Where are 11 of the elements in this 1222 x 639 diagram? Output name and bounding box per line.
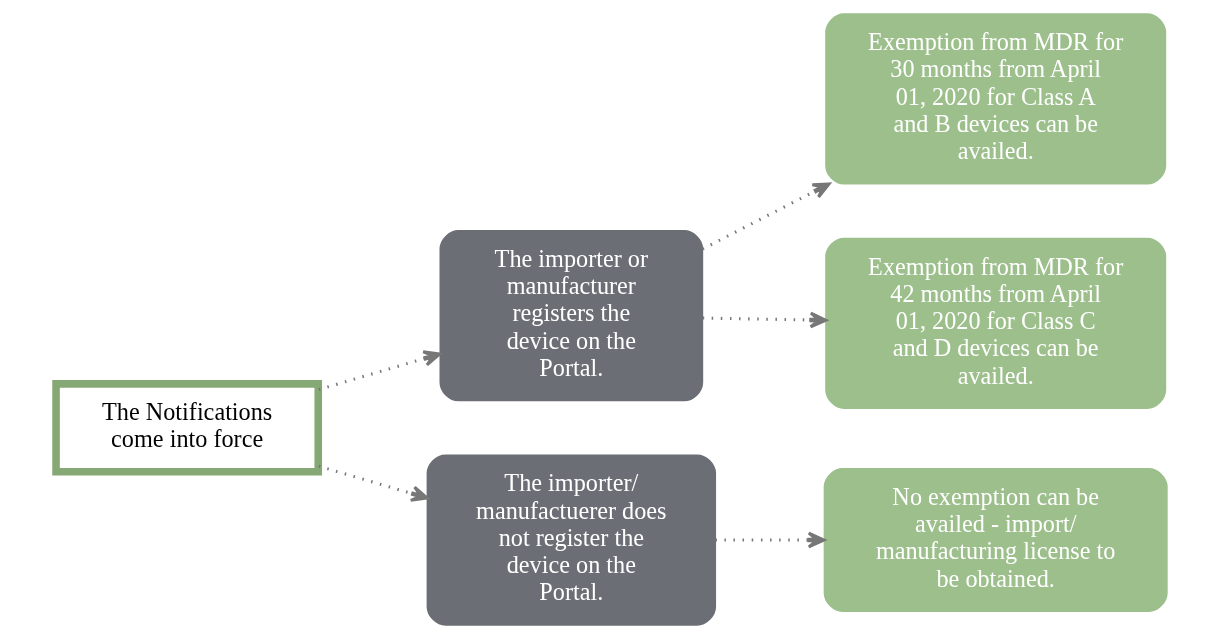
node-box: Exemption from MDR for 42 months from April 01, 2020 for Class C and D devices can be availed.	[824, 237, 1166, 409]
arrow	[317, 464, 429, 502]
arrow	[317, 350, 441, 392]
node-box: No exemption can be availed - import/ manufacturing license to be obtained.	[823, 468, 1168, 612]
node-box: The importer or manufacturer registers the device on the Portal.	[439, 230, 703, 402]
arrow	[701, 182, 830, 251]
arrow	[702, 311, 827, 329]
node-box: The Notifications come into force	[51, 380, 322, 476]
node-box: The importer/ manufactuerer does not register the device on the Portal.	[426, 454, 716, 626]
arrow	[715, 531, 825, 549]
node-box: Exemption from MDR for 30 months from April 01, 2020 for Class A and B devices can be availed.	[824, 13, 1166, 185]
